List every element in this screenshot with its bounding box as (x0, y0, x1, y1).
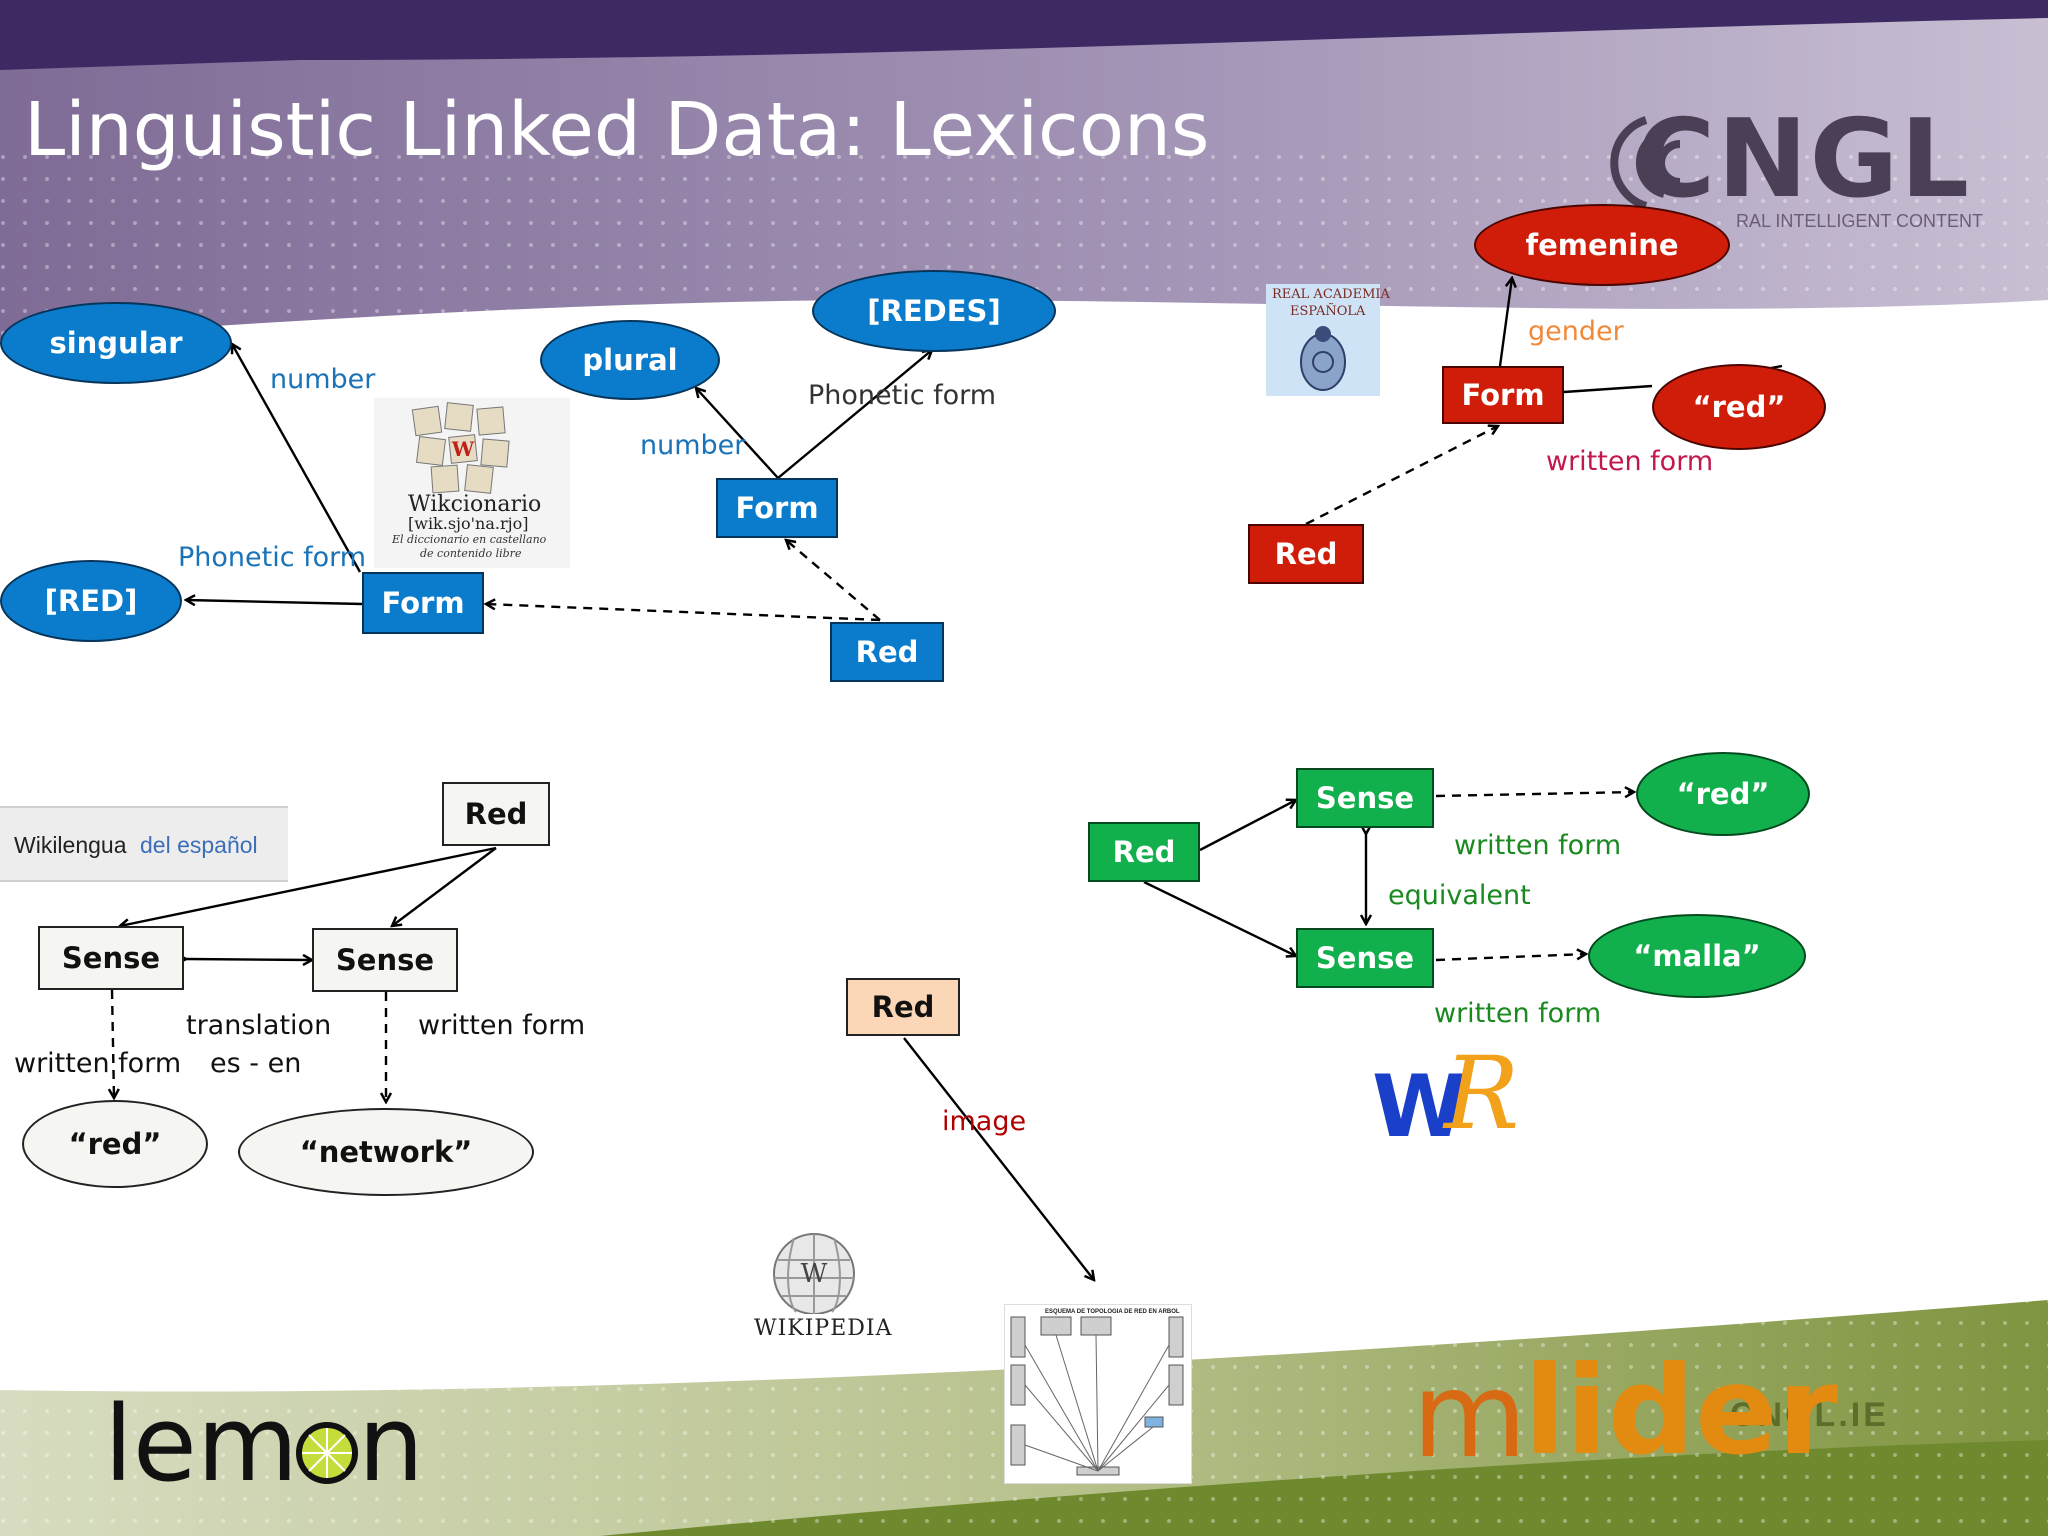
edge-label-translation: translation (186, 1010, 332, 1041)
slide-title: Linguistic Linked Data: Lexicons (24, 87, 1210, 173)
edge-label-written-form-1: written form (14, 1048, 182, 1079)
node-malla-literal: “malla” (1588, 914, 1806, 998)
wikcionario-tagline-2: de contenido libre (420, 547, 522, 560)
node-form-1: Form (362, 572, 484, 634)
node-red-rae: Red (1248, 524, 1364, 584)
node-form-2: Form (716, 478, 838, 538)
wikcionario-ipa: [wik.sjo'na.rjo] (408, 514, 529, 533)
edge-label-gender: gender (1528, 316, 1624, 347)
wordreference-logo: W R (1372, 1035, 1552, 1157)
node-network-literal: “network” (238, 1108, 534, 1196)
wikipedia-wordmark: WIKIPEDIA (754, 1316, 893, 1341)
lemon-logo: lem n (104, 1388, 434, 1498)
edge-sense-translation (186, 959, 312, 960)
rae-logo: REAL ACADEMIA ESPAÑOLA (1266, 284, 1390, 396)
edge-label-number-1: number (270, 364, 376, 395)
cngl-url: CNGL.IE (1730, 1396, 1889, 1434)
lemon-text-b: n (358, 1383, 424, 1505)
rae-line-2: ESPAÑOLA (1290, 304, 1366, 319)
wr-letter-r: R (1444, 1035, 1520, 1152)
wikilengua-name: Wikilengua (14, 832, 127, 858)
node-form-rae: Form (1442, 366, 1564, 424)
svg-text:W: W (451, 437, 475, 461)
edge-label-written-form-wr-2: written form (1434, 998, 1602, 1029)
node-red-wr: Red (1088, 822, 1200, 882)
node-femenine: femenine (1474, 204, 1730, 286)
wikcionario-name: Wikcionario (408, 492, 542, 517)
node-red-wikilengua: Red (442, 782, 550, 846)
edge-red-form2 (786, 540, 881, 621)
edge-red-sense1 (120, 846, 497, 926)
cngl-waves-icon (1610, 116, 1681, 210)
node-plural: plural (540, 320, 720, 400)
node-red-phonetic: [RED] (0, 560, 182, 642)
edge-red-sense2 (392, 847, 497, 926)
edge-red-image (903, 1037, 1094, 1280)
lemon-text-a: lem (104, 1383, 299, 1505)
header-dots (0, 150, 2048, 340)
node-redes-phonetic: [REDES] (812, 270, 1056, 352)
edge-label-written-form-wr-1: written form (1454, 830, 1622, 861)
network-topology-image: ESQUEMA DE TOPOLOGIA DE RED EN ARBOL (1004, 1304, 1192, 1484)
edge-label-image: image (942, 1106, 1027, 1137)
edge-form1-phonetic (186, 600, 363, 604)
node-red-literal-wikilengua: “red” (22, 1100, 208, 1188)
edge-label-written-form-2: written form (418, 1010, 586, 1041)
edge-form2-number (696, 388, 779, 479)
rae-crest-icon (1300, 326, 1346, 391)
edge-wr-sense1-written (1435, 792, 1634, 796)
mlider-text: lider (1524, 1340, 1838, 1482)
header-dark-stripe (0, 0, 2048, 70)
wikcionario-tagline-1: El diccionario en castellano (392, 533, 547, 546)
edge-form1-number (232, 344, 362, 573)
cngl-wordmark: CNGL (1636, 97, 1972, 222)
edge-label-number-2: number (640, 430, 746, 461)
mlider-m: m (1412, 1346, 1527, 1484)
edge-label-written-form-rae: written form (1546, 446, 1714, 477)
cngl-tagline: RAL INTELLIGENT CONTENT (1736, 211, 1984, 231)
node-red-wikipedia: Red (846, 978, 960, 1036)
wikcionario-tiles-icon: W (411, 402, 510, 494)
node-sense-2: Sense (312, 928, 458, 992)
wikilengua-logo: Wikilengua del español (0, 806, 288, 882)
network-diagram-icon (1010, 1316, 1184, 1476)
cngl-logo: CNGL RAL INTELLIGENT CONTENT (1576, 97, 1983, 234)
node-sense-wr-1: Sense (1296, 768, 1434, 828)
node-sense-wr-2: Sense (1296, 928, 1434, 988)
wikilengua-suffix: del español (140, 832, 258, 858)
edge-label-equivalent: equivalent (1388, 880, 1531, 911)
node-red-literal-wr: “red” (1636, 752, 1810, 836)
edge-label-phonetic-2: Phonetic form (808, 380, 997, 411)
wikcionario-logo: W Wikcionario [wik.sjo'na.rjo] El diccio… (374, 398, 570, 568)
wikipedia-globe-icon: W (773, 1233, 855, 1315)
edge-wr-sense2-written (1435, 954, 1586, 962)
rae-line-1: REAL ACADEMIA (1272, 287, 1390, 302)
edge-form2-phonetic (777, 350, 932, 479)
edge-sense1-written (112, 989, 114, 1098)
mlider-logo: m lider (1412, 1346, 1838, 1486)
edge-wr-red-sense2 (1143, 880, 1296, 956)
node-red-literal-rae: “red” (1652, 364, 1826, 450)
svg-text:W: W (801, 1259, 828, 1289)
edge-form-gender (1498, 278, 1512, 367)
edge-red-form-rae (1305, 426, 1498, 526)
node-sense-1: Sense (38, 926, 184, 990)
wikipedia-logo: W WIKIPEDIA (744, 1232, 892, 1342)
node-singular: singular (0, 302, 232, 384)
network-image-caption: ESQUEMA DE TOPOLOGIA DE RED EN ARBOL (1045, 1309, 1180, 1315)
node-red-wiktionary: Red (830, 622, 944, 682)
lemon-slice-icon (296, 1422, 358, 1484)
edge-label-phonetic-1: Phonetic form (178, 542, 367, 573)
wr-letter-w: W (1372, 1057, 1467, 1157)
edge-label-translation-langs: es - en (210, 1048, 302, 1079)
edge-red-form1 (486, 604, 881, 622)
edge-wr-red-sense1 (1199, 800, 1296, 852)
